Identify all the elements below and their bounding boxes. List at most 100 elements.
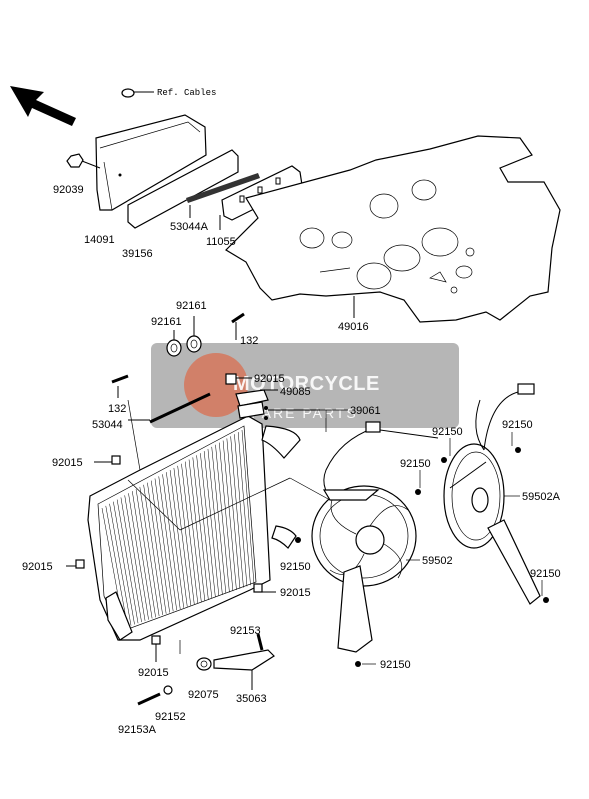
radiator-fin-line <box>147 482 167 614</box>
label-53044A: 53044A <box>170 221 209 233</box>
radiator-fin-line <box>200 453 216 598</box>
label-39061: 39061 <box>350 405 381 417</box>
radiator-fin-line <box>192 457 209 600</box>
watermark-sub: SPARE PARTS <box>240 405 358 421</box>
bolt-92150-f <box>543 597 549 603</box>
label-92150-f: 92150 <box>530 568 561 580</box>
radiator-fin-line <box>109 503 132 626</box>
label-49085: 49085 <box>280 386 311 398</box>
radiator-fin-line <box>219 442 234 592</box>
bolt-92153A <box>137 692 161 706</box>
leader-lines <box>127 399 543 665</box>
pad-39156 <box>127 149 239 229</box>
label-92015-top: 92015 <box>254 373 285 385</box>
collar-92075 <box>196 657 212 671</box>
label-92015-left: 92015 <box>52 457 83 469</box>
radiator-fin-line <box>124 495 146 621</box>
label-132-left: 132 <box>108 403 126 415</box>
bolt-92150-d <box>295 537 301 543</box>
label-49016: 49016 <box>338 321 369 333</box>
label-132-top: 132 <box>240 335 258 347</box>
grommet-92161-left <box>166 330 182 357</box>
radiator-fin-line <box>234 434 248 587</box>
fan-59502 <box>311 485 417 653</box>
bolt-92150-e <box>355 661 361 667</box>
label-92161-left: 92161 <box>151 316 182 328</box>
clip-92015-side <box>66 559 85 569</box>
label-92039: 92039 <box>53 184 84 196</box>
label-92015-bottom-right: 92015 <box>280 587 311 599</box>
heat-shield-plate-49016 <box>225 135 561 323</box>
radiator-fin-line <box>230 436 244 588</box>
label-92161-right: 92161 <box>176 300 207 312</box>
label-14091: 14091 <box>84 234 115 246</box>
strip-53044A <box>186 173 260 218</box>
radiator-cover-14091 <box>95 114 207 211</box>
bolt-92150-b <box>515 447 521 453</box>
label-92153A: 92153A <box>118 724 157 736</box>
label-39156: 39156 <box>122 248 153 260</box>
label-ref-cables: Ref. Cables <box>157 88 216 98</box>
clip-92015-left <box>94 455 121 465</box>
cable-guide-clip <box>121 88 154 98</box>
bolt-132-left <box>111 374 129 398</box>
radiator-core <box>87 415 271 641</box>
label-92152: 92152 <box>155 711 186 723</box>
label-92015-side: 92015 <box>22 561 53 573</box>
fan-59502A <box>443 383 541 605</box>
radiator-fin-line <box>105 505 128 627</box>
bolt-92150-a <box>441 457 447 463</box>
label-53044: 53044 <box>92 419 123 431</box>
radiator-fin-line <box>113 501 135 625</box>
radiator-fin-line <box>150 480 170 613</box>
radiator-fin-line <box>120 497 142 623</box>
label-92153: 92153 <box>230 625 261 637</box>
radiator-fin-line <box>143 484 163 615</box>
radiator-fin-line <box>215 444 230 593</box>
label-92150-b: 92150 <box>502 419 533 431</box>
radiator-fin-line <box>181 463 199 604</box>
radiator-fin-line <box>241 429 255 585</box>
radiator-fin-line <box>222 440 237 590</box>
radiator-fin-line <box>203 451 220 596</box>
label-92150-d: 92150 <box>280 561 311 573</box>
radiator-fin-line <box>177 465 195 605</box>
bracket-35063 <box>213 649 275 690</box>
radiator-fin-line <box>158 476 177 611</box>
label-92015-bottom: 92015 <box>138 667 169 679</box>
bolt-132-top <box>231 312 245 340</box>
clip-92015-bottom-right <box>253 583 276 593</box>
switch-39061 <box>264 406 320 420</box>
radiator-fin-line <box>173 467 192 606</box>
radiator-fin-line <box>196 455 213 599</box>
radiator-fin-line <box>211 446 227 594</box>
radiator-hose <box>261 425 301 549</box>
radiator-fin-line <box>128 493 149 620</box>
radiator-fin-line <box>166 472 184 608</box>
clip-92015-top <box>225 373 252 385</box>
front-direction-arrow-icon <box>10 86 76 126</box>
radiator-fin-line <box>237 432 251 586</box>
label-35063: 35063 <box>236 693 267 705</box>
radiator-fin-line <box>184 461 202 602</box>
radiator-fin-line <box>162 474 181 610</box>
nut-92039 <box>66 153 101 169</box>
radiator-fin-line <box>154 478 174 612</box>
radiator-fin-line <box>139 486 160 617</box>
radiator-fin-line <box>116 499 139 624</box>
label-92150-c: 92150 <box>400 458 431 470</box>
label-92150-e: 92150 <box>380 659 411 671</box>
label-59502: 59502 <box>422 555 453 567</box>
radiator-fin-line <box>207 448 223 595</box>
bolt-92150-c <box>415 489 421 495</box>
label-59502A: 59502A <box>522 491 561 503</box>
cap-49085 <box>235 389 278 419</box>
label-92075: 92075 <box>188 689 219 701</box>
label-11055: 11055 <box>206 236 236 248</box>
radiator-fin-line <box>169 470 188 607</box>
grommet-92161-right <box>186 316 202 353</box>
bolt-92153 <box>256 633 264 651</box>
radiator-fin-line <box>188 459 206 601</box>
clip-92015-bottom <box>151 635 161 662</box>
